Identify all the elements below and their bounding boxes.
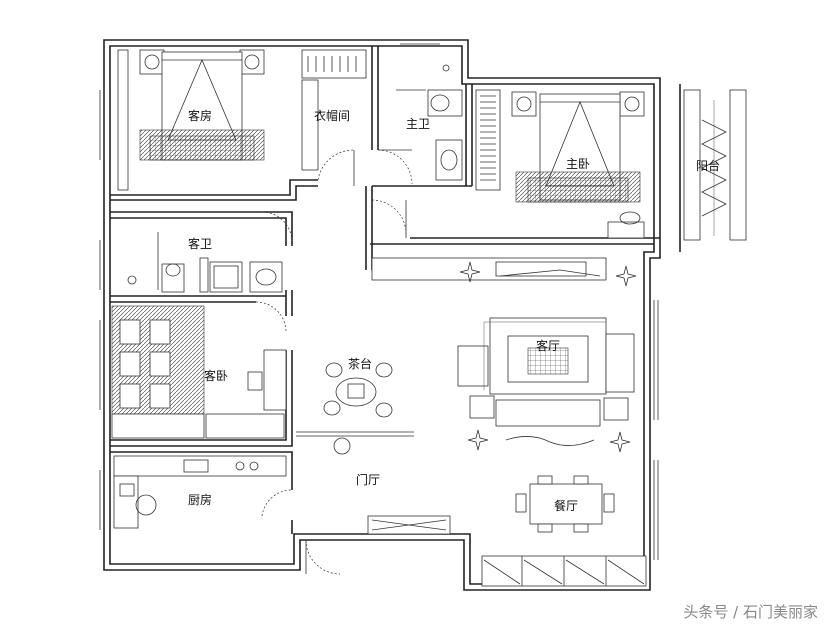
kitchen-fixtures [113, 455, 287, 529]
guest-room-furniture [117, 49, 265, 191]
interior-walls [110, 46, 681, 534]
living-room-furniture [371, 257, 635, 446]
label-master-bath: 主卫 [406, 117, 430, 131]
label-living-room: 客厅 [536, 338, 560, 353]
label-tea-table: 茶台 [348, 356, 372, 371]
tea-table-furniture [296, 362, 414, 455]
balcony-fixtures [683, 89, 747, 241]
plants [459, 261, 637, 453]
label-closet: 衣帽间 [314, 108, 350, 123]
label-dining-room: 餐厅 [554, 498, 578, 513]
master-bedroom-furniture [475, 89, 645, 239]
doors [255, 149, 413, 575]
label-master-bedroom: 主卧 [566, 157, 590, 171]
label-guest-bath: 客卫 [188, 236, 212, 251]
label-balcony: 阳台 [696, 158, 720, 173]
windows [99, 39, 659, 560]
guest-bath-fixtures [127, 232, 283, 293]
dining-furniture [515, 475, 615, 533]
label-foyer: 门厅 [356, 472, 380, 487]
guest-bedroom-furniture [111, 305, 287, 439]
label-guest-room: 客房 [188, 108, 212, 123]
cabinets [367, 515, 647, 587]
watermark: 头条号 / 石门美丽家 [683, 603, 818, 621]
closet-furniture [301, 49, 367, 171]
label-guest-bedroom: 客卧 [204, 368, 228, 383]
master-bath-fixtures [396, 64, 463, 181]
label-kitchen: 厨房 [188, 492, 212, 507]
